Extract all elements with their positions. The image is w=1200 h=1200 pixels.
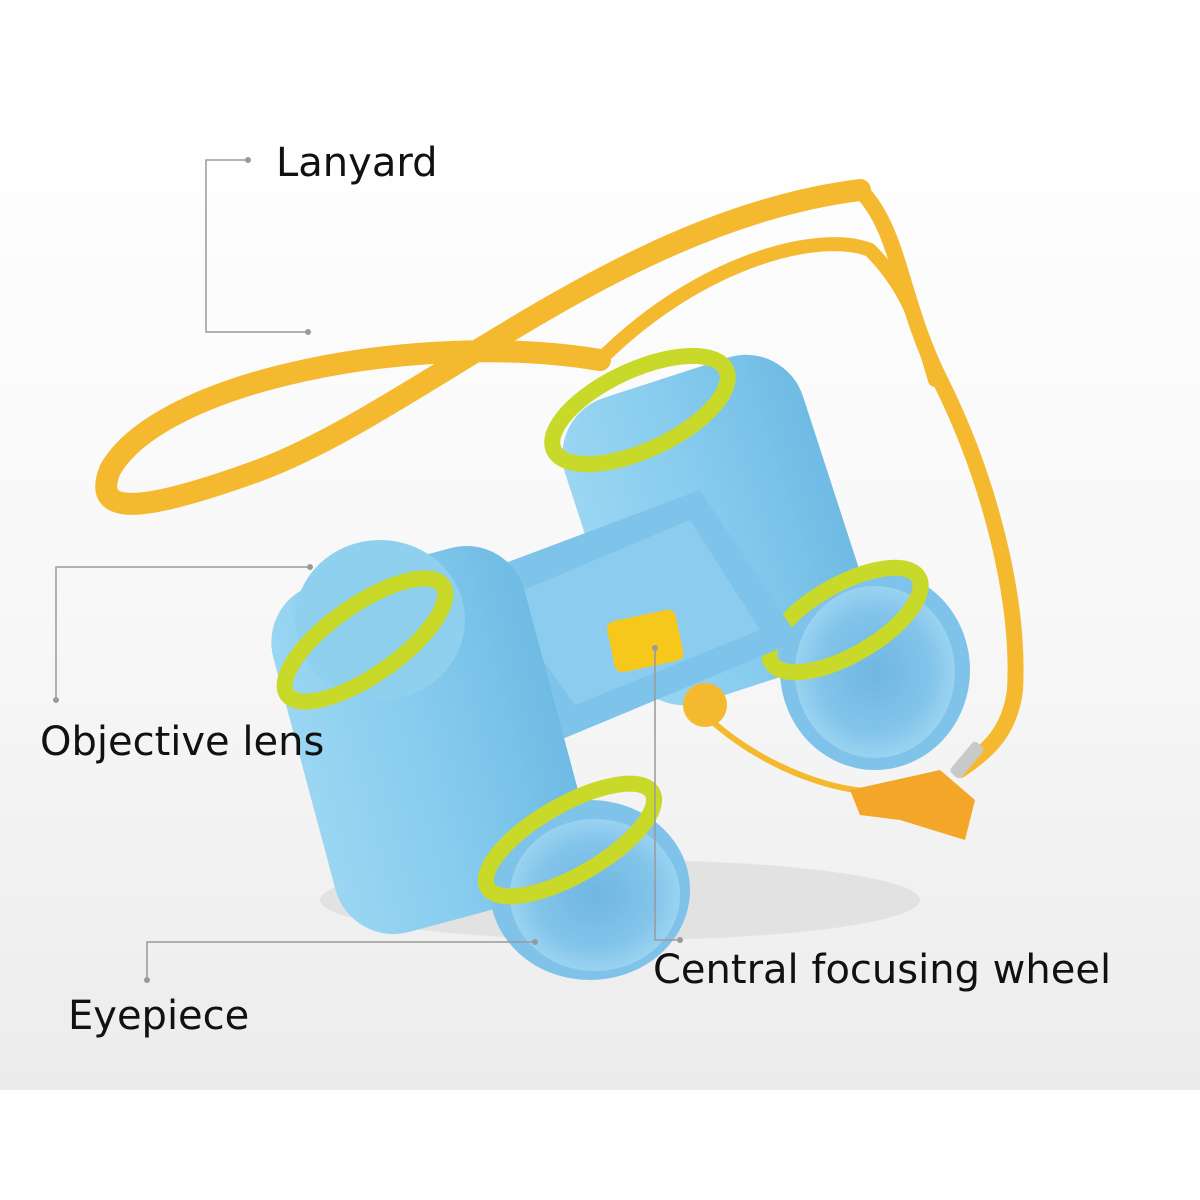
eyepiece-leader bbox=[146, 941, 535, 980]
lanyard-leader bbox=[205, 159, 308, 333]
leader-dots bbox=[53, 157, 683, 983]
front-left-tube bbox=[271, 540, 690, 980]
eyepiece-label: Eyepiece bbox=[68, 993, 250, 1039]
objective-lens-leader bbox=[55, 566, 310, 700]
central-focusing-wheel-label: Central focusing wheel bbox=[653, 947, 1112, 993]
objective-lens-label: Objective lens bbox=[40, 719, 325, 765]
lanyard-label: Lanyard bbox=[276, 140, 438, 186]
focusing-wheel-leader bbox=[654, 648, 680, 941]
leader-lines bbox=[55, 159, 680, 980]
lanyard-clip bbox=[850, 741, 984, 840]
